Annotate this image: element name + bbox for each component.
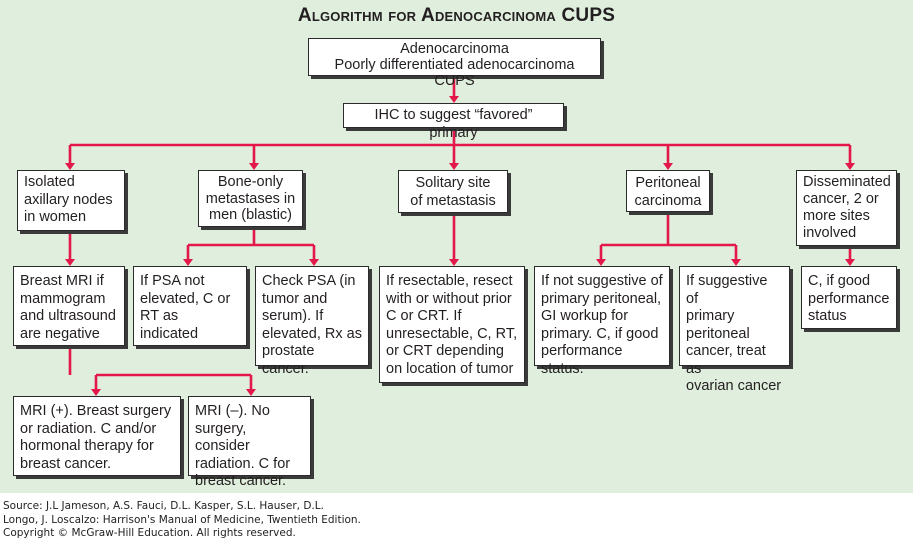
arrowhead bbox=[65, 163, 75, 170]
connector-ihc-branches bbox=[68, 128, 852, 163]
node-disseminated: Disseminated cancer, 2 or more sites inv… bbox=[796, 170, 897, 246]
connector-arrows bbox=[65, 76, 855, 396]
node-good-performance: C, if good performance status bbox=[801, 266, 897, 329]
node-isolated-axillary: Isolated axillary nodes in women bbox=[17, 170, 125, 231]
node-resectable: If resectable, resect with or without pr… bbox=[379, 266, 525, 383]
node-solitary-site: Solitary site of metastasis bbox=[398, 170, 508, 213]
arrowhead bbox=[65, 259, 75, 266]
arrowhead bbox=[449, 259, 459, 266]
node-not-primary-peritoneal: If not suggestive of primary peritoneal,… bbox=[534, 266, 670, 377]
node-breast-mri: Breast MRI if mammogram and ultrasound a… bbox=[13, 266, 125, 346]
arrowhead bbox=[91, 389, 101, 396]
node-check-psa: Check PSA (in tumor and serum). If eleva… bbox=[255, 266, 369, 377]
source-citation: Source: J.L Jameson, A.S. Fauci, D.L. Ka… bbox=[3, 500, 361, 541]
connector-peritoneal bbox=[599, 212, 738, 259]
source-line: Source: J.L Jameson, A.S. Fauci, D.L. Ka… bbox=[3, 500, 324, 512]
arrowhead bbox=[731, 259, 741, 266]
node-bone-only: Bone-only metastases in men (blastic) bbox=[198, 170, 303, 227]
connector-mri-results bbox=[68, 346, 253, 389]
diagram-title: Algorithm for Adenocarcinoma CUPS bbox=[0, 5, 913, 27]
copyright-line: Copyright © McGraw-Hill Education. All r… bbox=[3, 527, 296, 539]
diagram-title-text: Algorithm for Adenocarcinoma CUPS bbox=[297, 5, 616, 26]
arrowhead bbox=[183, 259, 193, 266]
flowchart-figure: Algorithm for Adenocarcinoma CUPS Adenoc… bbox=[0, 0, 913, 493]
node-ihc: IHC to suggest “favored” primary bbox=[343, 103, 564, 141]
node-peritoneal: Peritoneal carcinoma bbox=[626, 170, 710, 212]
arrowhead bbox=[596, 259, 606, 266]
arrowhead bbox=[246, 389, 256, 396]
arrowhead bbox=[663, 163, 673, 170]
node-mri-negative: MRI (–). No surgery, consider radiation.… bbox=[188, 396, 311, 489]
arrowhead bbox=[845, 163, 855, 170]
source-line: Longo, J. Loscalzo: Harrison's Manual of… bbox=[3, 513, 361, 526]
connector-bone-psa bbox=[186, 227, 316, 259]
arrowhead bbox=[309, 259, 319, 266]
arrowhead bbox=[449, 163, 459, 170]
node-adenocarcinoma: Adenocarcinoma Poorly differentiated ade… bbox=[308, 38, 601, 89]
arrowhead bbox=[249, 163, 259, 170]
node-psa-not-elevated: If PSA not elevated, C or RT as indicate… bbox=[133, 266, 247, 346]
node-primary-peritoneal: If suggestive of primary peritoneal canc… bbox=[679, 266, 790, 394]
node-mri-positive: MRI (+). Breast surgery or radiation. C … bbox=[13, 396, 181, 476]
arrowhead bbox=[845, 259, 855, 266]
arrowhead bbox=[449, 96, 459, 103]
